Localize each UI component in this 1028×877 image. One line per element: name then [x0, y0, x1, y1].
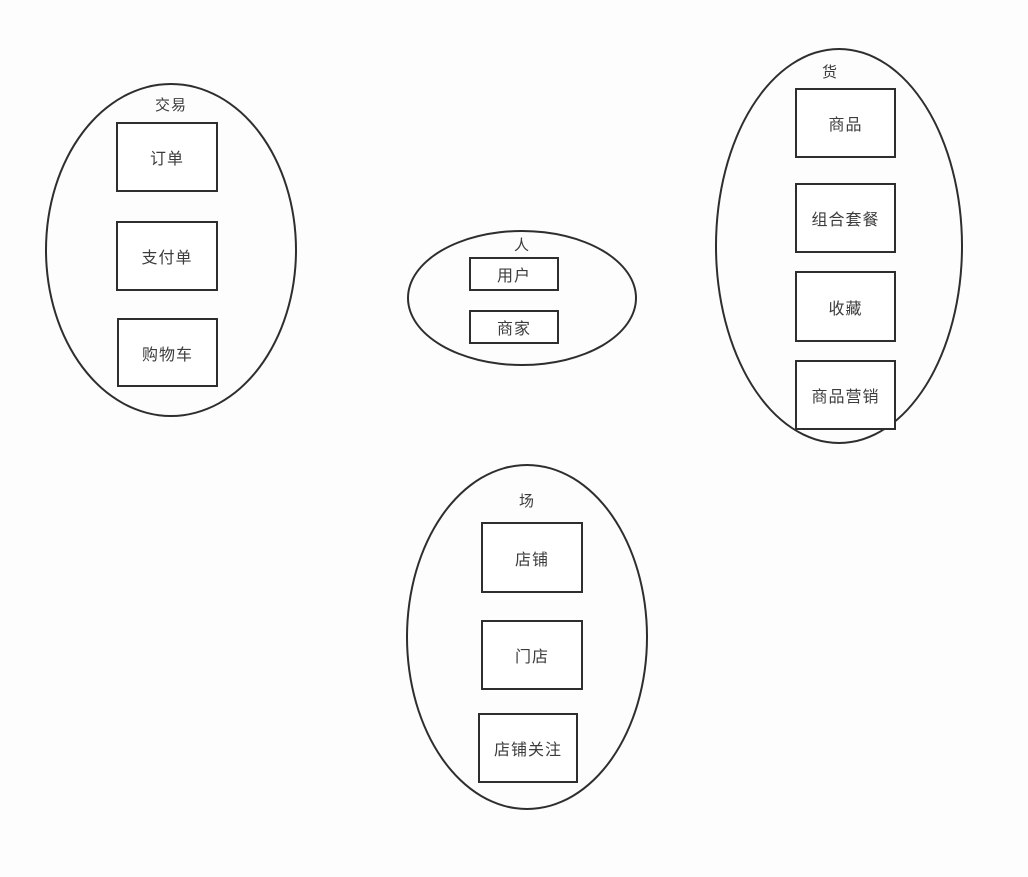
group-label-goods: 货 [821, 64, 839, 81]
group-ellipse-goods [715, 48, 963, 444]
node-user: 用户 [469, 257, 559, 291]
group-label-scene: 场 [518, 493, 536, 510]
node-shop: 店铺 [481, 522, 583, 593]
group-ellipse-person [407, 230, 637, 366]
node-product-marketing: 商品营销 [795, 360, 896, 430]
group-ellipse-trade [45, 83, 297, 417]
node-merchant: 商家 [469, 310, 559, 344]
node-payment-order: 支付单 [116, 221, 218, 291]
node-favorites: 收藏 [795, 271, 896, 342]
node-shopping-cart: 购物车 [117, 318, 218, 387]
node-product: 商品 [795, 88, 896, 158]
node-shop-follow: 店铺关注 [478, 713, 578, 783]
node-combo-package: 组合套餐 [795, 183, 896, 253]
node-order: 订单 [116, 122, 218, 192]
group-ellipse-scene [406, 464, 648, 810]
node-store: 门店 [481, 620, 583, 690]
group-label-trade: 交易 [154, 97, 188, 114]
group-label-person: 人 [513, 237, 531, 254]
